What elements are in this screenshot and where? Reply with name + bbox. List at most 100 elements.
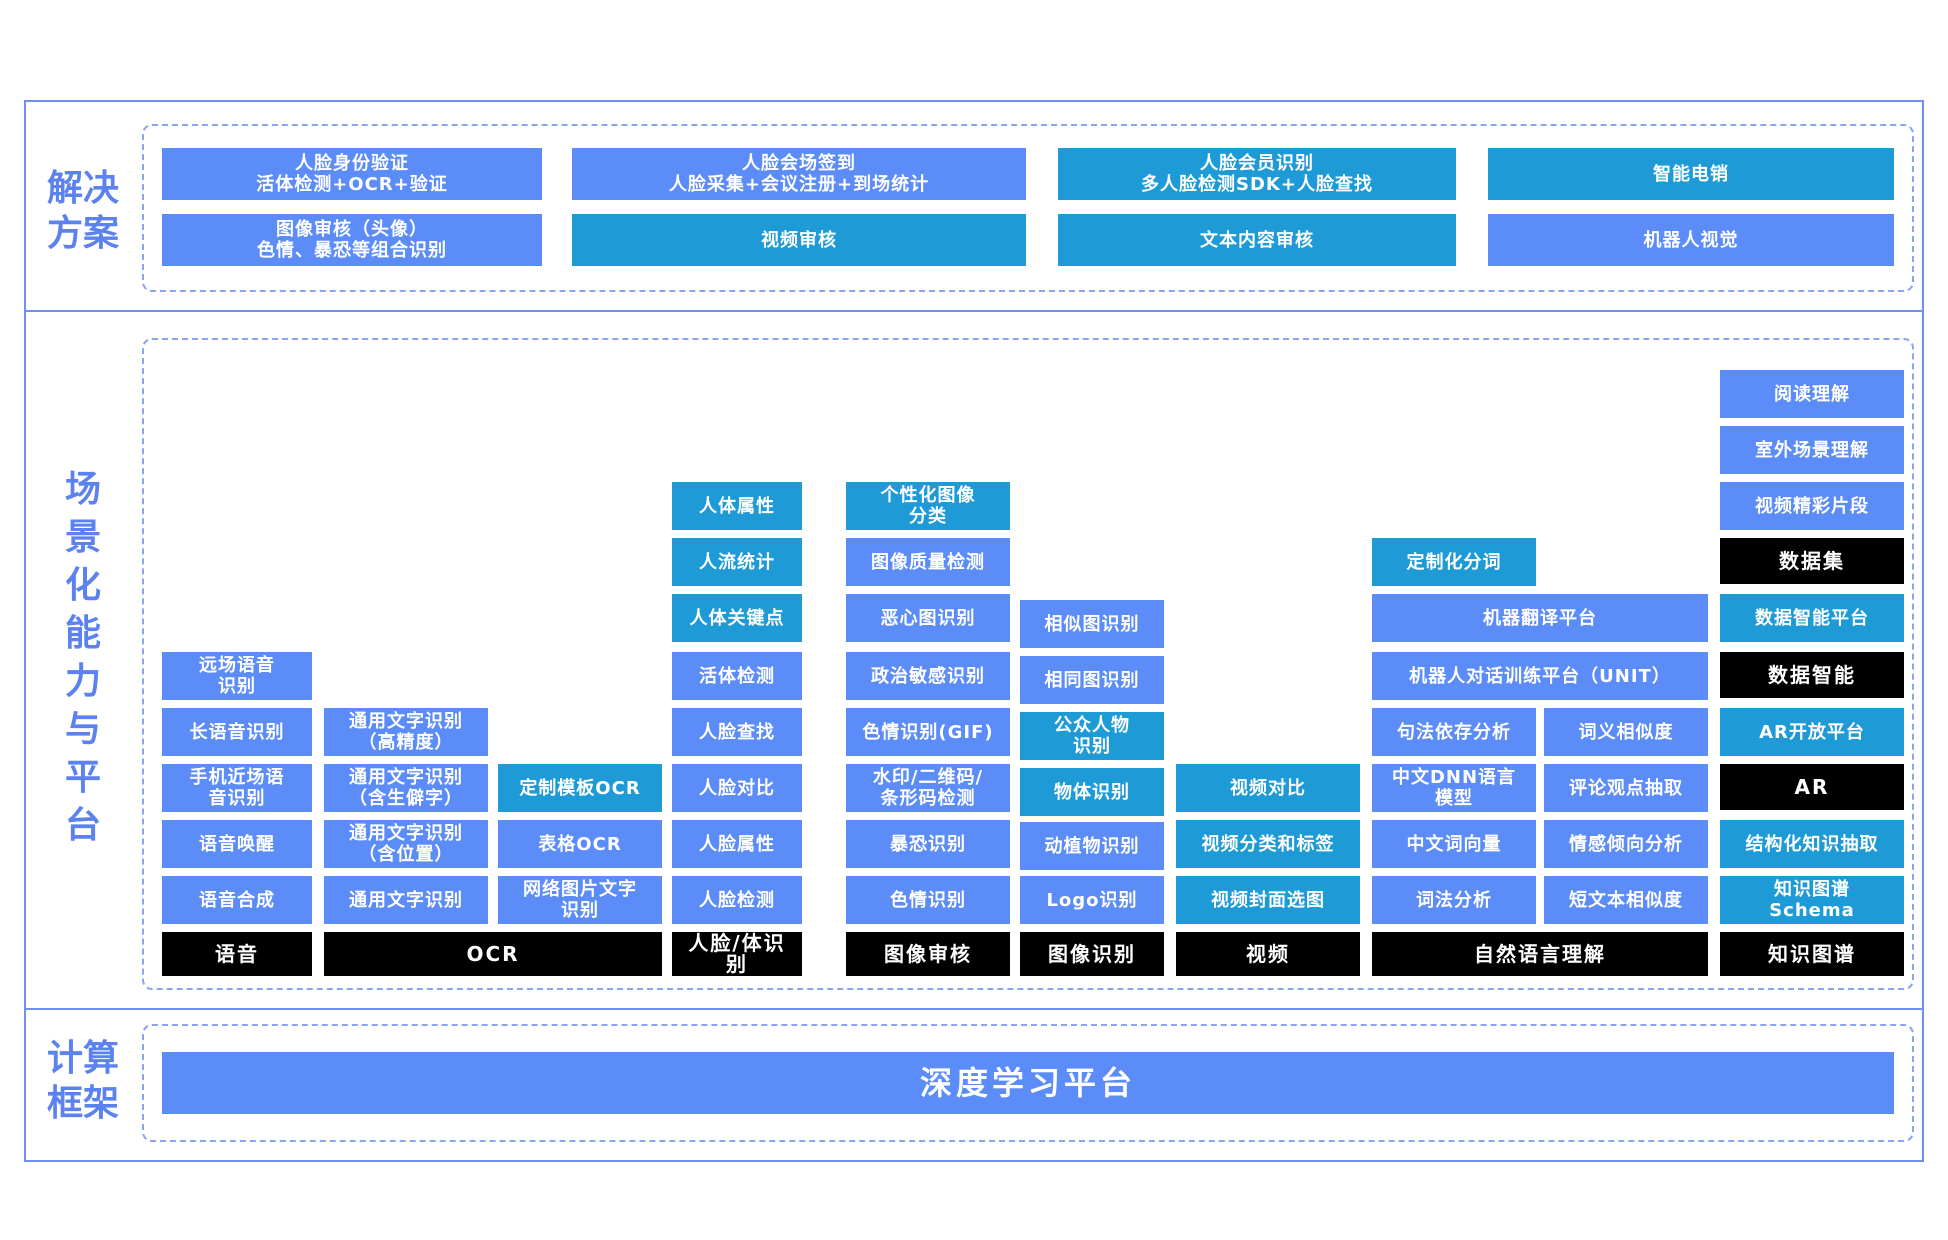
solution-side-label: 解决 方案 (34, 166, 132, 256)
nlp-item[interactable]: 中文词向量 (1372, 820, 1536, 868)
kg-item[interactable]: 室外场景理解 (1720, 426, 1904, 474)
solution-face-checkin[interactable]: 人脸会场签到 人脸采集+会议注册+到场统计 (572, 148, 1026, 200)
kg-item[interactable]: AR (1720, 764, 1904, 810)
face-item[interactable]: 活体检测 (672, 652, 802, 700)
kg-item[interactable]: 数据智能 (1720, 652, 1904, 698)
solution-smart-telesales[interactable]: 智能电销 (1488, 148, 1894, 200)
face-item[interactable]: 人脸属性 (672, 820, 802, 868)
solution-line: 文本内容审核 (1200, 229, 1314, 251)
face-item[interactable]: 人流统计 (672, 538, 802, 586)
audit-item[interactable]: 图像质量检测 (846, 538, 1010, 586)
solution-line: 机器人视觉 (1643, 229, 1739, 251)
nlp-item[interactable]: 中文DNN语言 模型 (1372, 764, 1536, 812)
side-text: 框架 (46, 1083, 119, 1124)
kg-item[interactable]: 数据集 (1720, 538, 1904, 584)
image-item[interactable]: 公众人物 识别 (1020, 712, 1164, 760)
image-item[interactable]: 相同图识别 (1020, 656, 1164, 704)
image-item[interactable]: 相似图识别 (1020, 600, 1164, 648)
solution-line: 色情、暴恐等组合识别 (257, 240, 447, 261)
ocr-item[interactable]: 通用文字识别 （含生僻字） (324, 764, 488, 812)
side-text: 方案 (46, 213, 119, 254)
kg-item[interactable]: 阅读理解 (1720, 370, 1904, 418)
audit-item[interactable]: 个性化图像 分类 (846, 482, 1010, 530)
solution-line: 活体检测+OCR+验证 (256, 174, 448, 195)
image-item[interactable]: 动植物识别 (1020, 822, 1164, 870)
video-item[interactable]: 视频分类和标签 (1176, 820, 1360, 868)
ocr-item[interactable]: 网络图片文字 识别 (498, 876, 662, 924)
nlp-item[interactable]: 情感倾向分析 (1544, 820, 1708, 868)
side-text: 计算 (46, 1038, 119, 1079)
audit-item[interactable]: 色情识别 (846, 876, 1010, 924)
side-text: 平 (64, 757, 101, 798)
nlp-item[interactable]: 评论观点抽取 (1544, 764, 1708, 812)
kg-item[interactable]: 视频精彩片段 (1720, 482, 1904, 530)
face-item[interactable]: 人体属性 (672, 482, 802, 530)
audit-item[interactable]: 暴恐识别 (846, 820, 1010, 868)
voice-item[interactable]: 远场语音 识别 (162, 652, 312, 700)
side-text: 能 (64, 613, 101, 654)
solution-line: 人脸采集+会议注册+到场统计 (668, 174, 930, 195)
side-text: 与 (64, 709, 101, 750)
solution-line: 视频审核 (761, 229, 837, 251)
scene-dashed-frame (142, 338, 1914, 990)
solution-dashed-frame (142, 124, 1914, 292)
ocr-item[interactable]: 通用文字识别 （含位置） (324, 820, 488, 868)
group-label-video: 视频 (1176, 932, 1360, 976)
group-label-audit: 图像审核 (846, 932, 1010, 976)
solution-text-audit[interactable]: 文本内容审核 (1058, 214, 1456, 266)
side-text: 化 (64, 565, 101, 606)
ocr-item[interactable]: 定制模板OCR (498, 764, 662, 812)
solution-line: 人脸会员识别 (1200, 153, 1314, 174)
voice-item[interactable]: 长语音识别 (162, 708, 312, 756)
ocr-item[interactable]: 通用文字识别 (324, 876, 488, 924)
deep-learning-platform[interactable]: 深度学习平台 (162, 1052, 1894, 1114)
nlp-item[interactable]: 词义相似度 (1544, 708, 1708, 756)
group-label-face: 人脸/体识别 (672, 932, 802, 976)
face-item[interactable]: 人脸对比 (672, 764, 802, 812)
audit-item[interactable]: 色情识别(GIF) (846, 708, 1010, 756)
solution-image-audit[interactable]: 图像审核（头像） 色情、暴恐等组合识别 (162, 214, 542, 266)
solution-face-identity[interactable]: 人脸身份验证 活体检测+OCR+验证 (162, 148, 542, 200)
group-label-nlp: 自然语言理解 (1372, 932, 1708, 976)
solution-robot-vision[interactable]: 机器人视觉 (1488, 214, 1894, 266)
nlp-item[interactable]: 短文本相似度 (1544, 876, 1708, 924)
scene-side-label: 场 景 化 能 力 与 平 台 (34, 466, 132, 850)
image-item[interactable]: Logo识别 (1020, 876, 1164, 924)
side-text: 景 (64, 517, 101, 558)
solution-video-audit[interactable]: 视频审核 (572, 214, 1026, 266)
image-item[interactable]: 物体识别 (1020, 768, 1164, 816)
nlp-item[interactable]: 句法依存分析 (1372, 708, 1536, 756)
voice-item[interactable]: 手机近场语 音识别 (162, 764, 312, 812)
group-label-voice: 语音 (162, 932, 312, 976)
voice-item[interactable]: 语音唤醒 (162, 820, 312, 868)
solution-line: 人脸身份验证 (295, 153, 409, 174)
nlp-item[interactable]: 机器人对话训练平台（UNIT） (1372, 652, 1708, 700)
audit-item[interactable]: 水印/二维码/ 条形码检测 (846, 764, 1010, 812)
audit-item[interactable]: 政治敏感识别 (846, 652, 1010, 700)
video-item[interactable]: 视频封面选图 (1176, 876, 1360, 924)
solution-line: 多人脸检测SDK+人脸查找 (1141, 174, 1373, 195)
face-item[interactable]: 人脸查找 (672, 708, 802, 756)
solution-line: 图像审核（头像） (276, 219, 428, 240)
side-text: 台 (64, 805, 101, 846)
group-label-ocr: OCR (324, 932, 662, 976)
nlp-item[interactable]: 定制化分词 (1372, 538, 1536, 586)
side-text: 场 (64, 469, 101, 510)
nlp-item[interactable]: 词法分析 (1372, 876, 1536, 924)
video-item[interactable]: 视频对比 (1176, 764, 1360, 812)
kg-item[interactable]: AR开放平台 (1720, 708, 1904, 756)
ocr-item[interactable]: 表格OCR (498, 820, 662, 868)
kg-item[interactable]: 知识图谱 Schema (1720, 876, 1904, 924)
compute-side-label: 计算 框架 (34, 1036, 132, 1126)
voice-item[interactable]: 语音合成 (162, 876, 312, 924)
ocr-item[interactable]: 通用文字识别 （高精度） (324, 708, 488, 756)
audit-item[interactable]: 恶心图识别 (846, 594, 1010, 642)
face-item[interactable]: 人体关键点 (672, 594, 802, 642)
side-text: 力 (64, 661, 101, 702)
solution-line: 智能电销 (1653, 163, 1729, 185)
nlp-item[interactable]: 机器翻译平台 (1372, 594, 1708, 642)
kg-item[interactable]: 结构化知识抽取 (1720, 820, 1904, 868)
face-item[interactable]: 人脸检测 (672, 876, 802, 924)
kg-item[interactable]: 数据智能平台 (1720, 594, 1904, 642)
solution-face-member[interactable]: 人脸会员识别 多人脸检测SDK+人脸查找 (1058, 148, 1456, 200)
